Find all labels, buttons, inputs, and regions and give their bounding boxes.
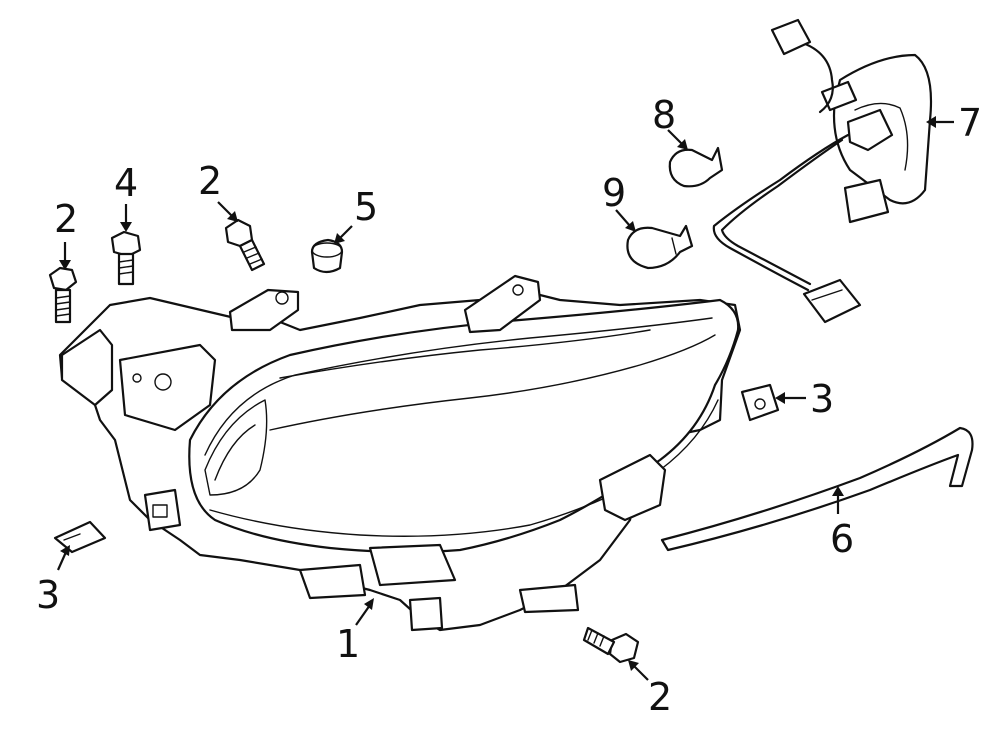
clip-nut-left — [53, 520, 107, 554]
socket-harness-part-7 — [712, 18, 933, 324]
bolt-bottom — [582, 626, 640, 664]
clip-nut-right — [740, 383, 780, 422]
callout-7: 7 — [958, 101, 982, 145]
callout-2-left: 2 — [54, 197, 78, 241]
bolt-top — [224, 218, 266, 272]
callout-3-right: 3 — [810, 377, 834, 421]
callout-1: 1 — [336, 622, 360, 666]
callout-6: 6 — [830, 517, 854, 561]
headlamp-assembly — [58, 274, 742, 632]
cap-part-5 — [310, 238, 344, 274]
bolt-left — [48, 266, 78, 324]
callout-2-bottom: 2 — [648, 675, 672, 719]
callout-3-left: 3 — [36, 573, 60, 617]
bulb-part-8 — [668, 146, 724, 188]
bulb-part-9 — [626, 224, 694, 270]
callout-5: 5 — [354, 185, 378, 229]
callout-4: 4 — [114, 161, 138, 205]
callout-8: 8 — [652, 93, 676, 137]
gasket-strip-part-6 — [660, 426, 974, 552]
callout-2-top: 2 — [198, 159, 222, 203]
bolt-part-4 — [110, 230, 142, 286]
callout-leaders — [56, 116, 954, 681]
callout-9: 9 — [602, 171, 626, 215]
